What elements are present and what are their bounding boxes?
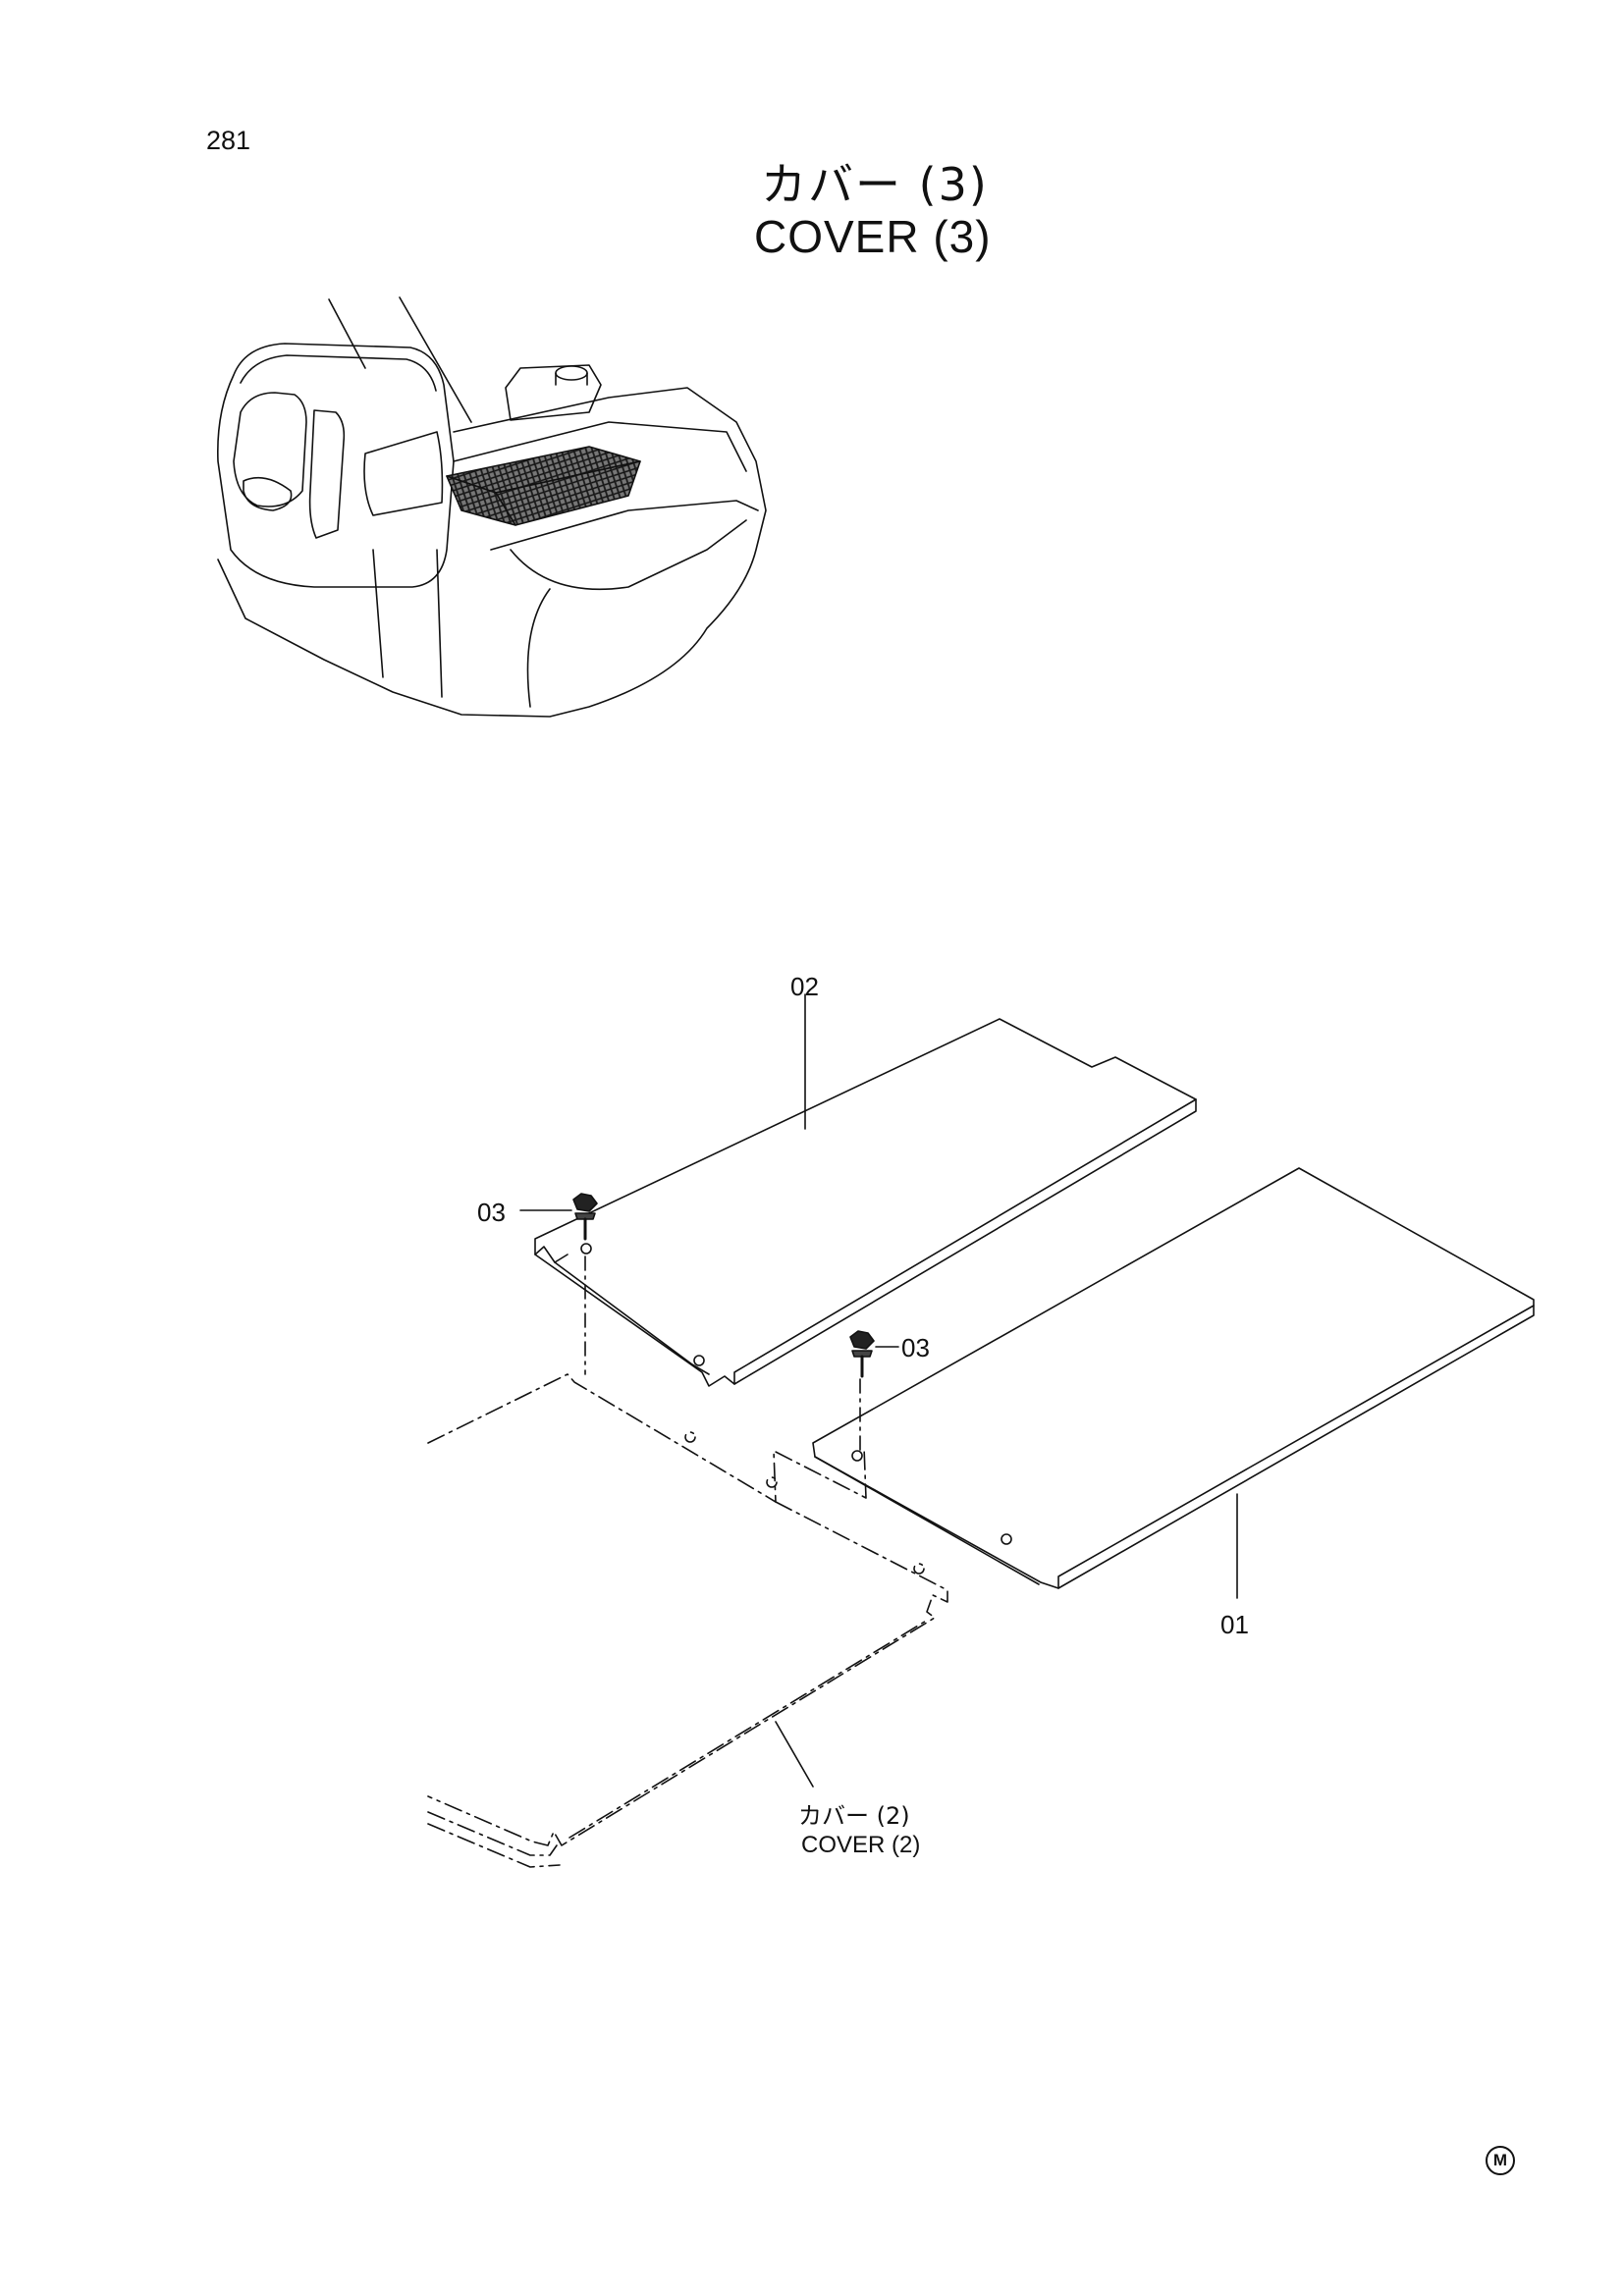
callout-part-02: 02 bbox=[790, 972, 819, 1001]
excavator-locator-view bbox=[217, 296, 767, 718]
callout-part-01: 01 bbox=[1220, 1610, 1249, 1639]
reference-hole-1 bbox=[684, 1431, 696, 1443]
cab-side-window bbox=[233, 392, 307, 507]
part-02-bolt-hole-1 bbox=[580, 1243, 592, 1255]
callout-part-03-left: 03 bbox=[477, 1198, 506, 1227]
reference-label-japanese: カバー (2) bbox=[798, 1802, 910, 1830]
boom-line-left bbox=[328, 298, 366, 369]
part-01-bolt-hole-1 bbox=[851, 1450, 863, 1462]
part-01-lower-edge bbox=[814, 1456, 1040, 1585]
part-02-lower-edge bbox=[554, 1261, 710, 1375]
part-02-bolt-hole-2 bbox=[693, 1355, 705, 1366]
callout-part-03-right: 03 bbox=[901, 1333, 930, 1362]
part-02-outline bbox=[534, 1018, 1197, 1387]
body-seam-1 bbox=[372, 549, 384, 678]
page-title-japanese: カバー (3) bbox=[761, 158, 989, 211]
reference-cover-right-edge bbox=[427, 1501, 948, 1846]
part-01-outline bbox=[812, 1167, 1535, 1589]
cab-front-window bbox=[363, 431, 444, 516]
part-03-bolt-left bbox=[519, 1193, 598, 1375]
bolt-head-right bbox=[849, 1330, 875, 1350]
cab-outline bbox=[217, 343, 455, 588]
page-title-english: COVER (3) bbox=[754, 211, 992, 262]
reference-cover-flange-2 bbox=[427, 1823, 561, 1868]
tank-outline bbox=[505, 364, 602, 421]
part-01-bolt-hole-2 bbox=[1001, 1533, 1012, 1545]
upper-structure-body bbox=[217, 387, 767, 718]
bolt-head-left bbox=[572, 1193, 598, 1212]
cab-door-window bbox=[308, 409, 346, 539]
reference-hole-2 bbox=[766, 1476, 778, 1488]
manufacturer-mark-icon: M bbox=[1486, 2146, 1515, 2175]
counterweight-side bbox=[526, 588, 551, 708]
cab-handle bbox=[243, 476, 293, 511]
tank-cap bbox=[555, 365, 588, 381]
tank-cap-neck bbox=[555, 372, 588, 386]
counterweight-top bbox=[510, 519, 747, 591]
cover-location-highlight-side bbox=[446, 475, 516, 526]
part-01-side-edge bbox=[1057, 1305, 1535, 1589]
boom-line-right bbox=[399, 296, 472, 423]
part-01-cover-plate bbox=[812, 1167, 1535, 1599]
part-02-cover-plate bbox=[534, 993, 1197, 1387]
reference-cover-top-edge bbox=[427, 1373, 867, 1503]
part-02-side-edge bbox=[733, 1098, 1197, 1385]
bolt-flange-right bbox=[851, 1350, 873, 1358]
hood-mid-edge bbox=[490, 500, 759, 551]
reference-leader-line bbox=[775, 1721, 814, 1788]
hood-top-edge bbox=[453, 421, 747, 472]
reference-hole-3 bbox=[913, 1563, 925, 1575]
reference-cover-inner-edge bbox=[568, 1619, 929, 1839]
body-seam-2 bbox=[436, 549, 443, 698]
cab-roof-inner bbox=[240, 354, 437, 392]
part-03-bolt-right bbox=[849, 1330, 899, 1454]
reference-cover-flange-1 bbox=[427, 1811, 558, 1856]
part-02-front-flange bbox=[534, 1246, 568, 1263]
reference-cover-2-phantom bbox=[427, 1373, 948, 1868]
bolt-flange-left bbox=[574, 1212, 596, 1220]
reference-label-english: COVER (2) bbox=[801, 1832, 921, 1858]
page-number: 281 bbox=[206, 126, 251, 155]
